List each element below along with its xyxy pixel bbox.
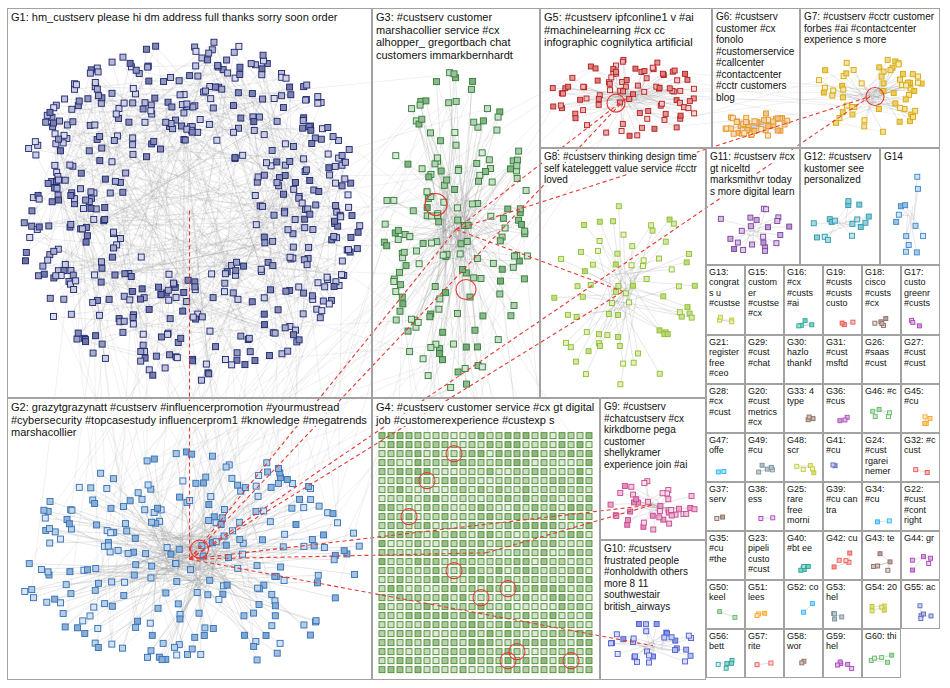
canvas: G1: hm_custserv please hi dm address ful… — [0, 0, 950, 688]
